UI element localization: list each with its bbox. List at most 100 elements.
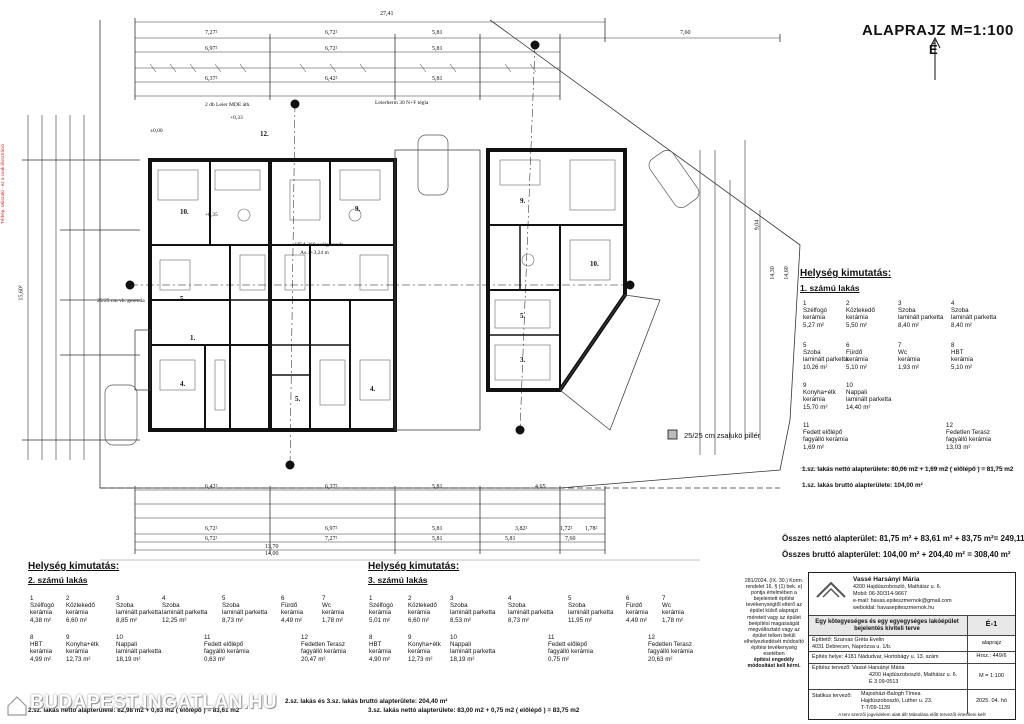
room-no: 5 xyxy=(803,342,807,349)
project-row: Egy kötegyeséges és egy egyegységes lakó… xyxy=(809,615,1015,636)
building-unit-2 xyxy=(148,158,272,432)
room-name: Szélfogó xyxy=(30,602,55,610)
dim-bot1-3: 5,81 xyxy=(432,484,443,490)
room-name: Szoba xyxy=(508,602,526,610)
room-floor: laminált parketta xyxy=(162,609,208,617)
watermark-text: BUDAPEST.INGATLAN.HU xyxy=(30,692,278,713)
room-floor: fagyálló kerámia xyxy=(204,648,250,656)
room-name: HBT xyxy=(30,641,43,649)
room-number: 5. xyxy=(295,395,301,403)
room-area: 11,95 m² xyxy=(568,616,592,624)
room-no: 11 xyxy=(803,422,810,429)
room-number: 9. xyxy=(520,197,526,205)
date: 2025. 04. hó xyxy=(967,690,1015,714)
total-gross-area: Összes bruttó alapterület: 104,00 m² + 2… xyxy=(782,550,1011,559)
unit2-heading: Helység kimutatás: xyxy=(28,561,120,572)
dim-bot3-3: 5,81 xyxy=(432,536,443,542)
room-no: 4 xyxy=(951,300,955,307)
room-area: 5,10 m² xyxy=(951,363,972,371)
structural-name: Majosházi-Balogh Tímea xyxy=(861,691,921,697)
room-no: 12 xyxy=(301,634,308,641)
room-area: 4,90 m² xyxy=(369,655,390,663)
legal-note: 281/2024. (IX. 30.) Korm. rendelet 16. §… xyxy=(742,578,806,669)
room-no: 2 xyxy=(408,595,412,602)
terrace-outlines xyxy=(134,149,661,431)
dim-top-4: 7,60 xyxy=(680,30,691,36)
room-no: 8 xyxy=(30,634,34,641)
left-dimension-lines xyxy=(22,115,140,460)
room-floor: kerámia xyxy=(408,609,431,617)
room-name: Fürdő xyxy=(281,602,298,610)
room-area: 6,60 m² xyxy=(66,616,87,624)
room-no: 11 xyxy=(548,634,555,641)
room-name: Szoba xyxy=(116,602,134,610)
drawing-title: ALAPRAJZ M=1:100 xyxy=(862,22,1014,39)
dim-bot3-4: 5,81 xyxy=(505,536,516,542)
room-no: 1 xyxy=(803,300,807,307)
structural-row: Statikus tervező: Majosházi-Balogh Tímea… xyxy=(809,689,1015,714)
legend-pillar-swatch xyxy=(667,429,678,440)
room-no: 7 xyxy=(662,595,666,602)
room-floor: fagyálló kerámia xyxy=(648,648,694,656)
dim-top-2: 6,72² xyxy=(325,30,338,36)
room-name: Közlekedő xyxy=(66,602,95,610)
room-floor: laminált parketta xyxy=(116,609,162,617)
bottom-dimension-lines xyxy=(134,486,606,554)
client-label: Építtető: Szarvas Gréta Evelin xyxy=(812,637,885,643)
room-name: Szoba xyxy=(898,307,916,315)
dim-bot2-6: 1,78² xyxy=(585,526,598,532)
room-name: Nappali xyxy=(846,389,867,397)
building-unit-1 xyxy=(486,148,627,392)
room-no: 3 xyxy=(898,300,902,307)
room-area: 8,40 m² xyxy=(898,321,919,329)
room-area: 1,69 m² xyxy=(803,443,824,451)
room-floor: laminált parketta xyxy=(222,609,268,617)
room-no: 10 xyxy=(116,634,123,641)
room-area: 8,73 m² xyxy=(508,616,529,624)
room-area: 4,49 m² xyxy=(626,616,647,624)
site-label: Építés helye: 4181 Nádudvar, Hortobágy u… xyxy=(812,654,939,660)
room-name: Konyha+étk xyxy=(408,641,441,649)
beam-label-2: HEA 260 acélgerenda xyxy=(295,242,344,248)
designer-header: Vassé Harsányi Mária 4200 Hajdúszoboszló… xyxy=(809,573,1015,615)
dim-right-a: 14,30 xyxy=(769,266,776,280)
room-area: 4,49 m² xyxy=(281,616,302,624)
room-area: 8,40 m² xyxy=(951,321,972,329)
room-no: 3 xyxy=(450,595,454,602)
room-floor: fagyálló kerámia xyxy=(301,648,347,656)
top-dimension-lines xyxy=(134,18,781,100)
room-floor: kerámia xyxy=(803,396,826,404)
room-area: 5,10 m² xyxy=(846,363,867,371)
dim-top3-1: 6,37² xyxy=(205,76,218,82)
unit1-net-area: 1.sz. lakás nettó alapterülete: 80,06 m2… xyxy=(802,466,1014,473)
room-name: HBT xyxy=(951,349,964,357)
room-no: 10 xyxy=(846,382,853,389)
room-number: 5. xyxy=(520,312,526,320)
dim-bot3-1: 6,72² xyxy=(205,536,218,542)
level-label-3: ±0,00 xyxy=(150,128,163,134)
house-watermark-icon xyxy=(7,696,27,716)
level-label-1: +0,33 xyxy=(230,115,243,121)
architect-address: 4200 Hajdúszoboszló, Matháisz u. 6. xyxy=(869,672,958,678)
dim-bot4-1: 13,70 xyxy=(265,544,279,550)
room-no: 6 xyxy=(846,342,850,349)
dim-bot1-2: 6,37² xyxy=(325,484,338,490)
legal-note-text: 281/2024. (IX. 30.) Korm. rendelet 16. §… xyxy=(744,578,804,658)
structural-label: Statikus tervező: xyxy=(812,693,852,699)
room-name: Konyha+étk xyxy=(803,389,836,397)
dim-top-total: 27,41 xyxy=(380,11,394,17)
room-number: 4. xyxy=(180,380,186,388)
dim-top2-1: 6,97² xyxy=(205,46,218,52)
